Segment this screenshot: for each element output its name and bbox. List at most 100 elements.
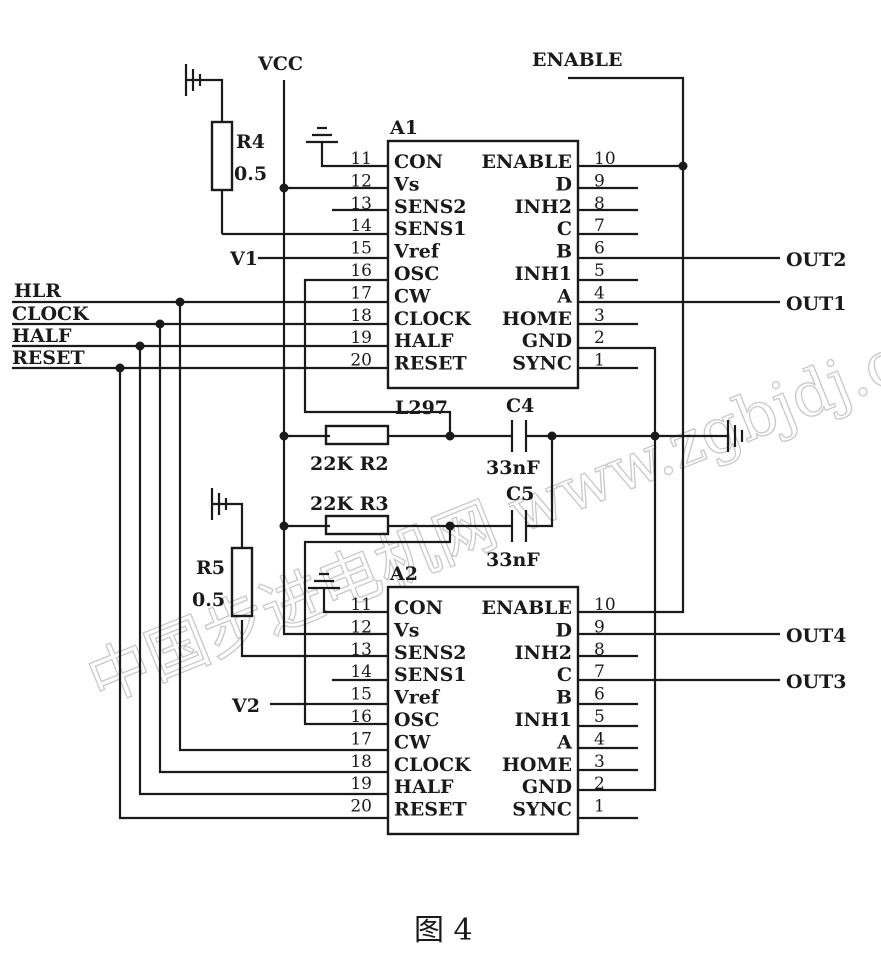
pin-number: 5 — [594, 707, 605, 727]
v2-label: V2 — [231, 695, 260, 717]
resistor-r3 — [324, 514, 390, 536]
pin-name: SENS1 — [394, 218, 467, 240]
pin-number: 1 — [594, 351, 605, 371]
pin-name: SYNC — [512, 799, 572, 821]
chip-a1-name: A1 — [389, 117, 418, 139]
r4-label: R4 — [236, 131, 265, 153]
pin-number: 16 — [350, 261, 372, 281]
pin-name: D — [556, 619, 572, 641]
ground-icon — [306, 126, 338, 150]
pin-name: Vs — [393, 619, 419, 641]
pin-number: 11 — [350, 595, 372, 615]
figure-caption: 图 4 — [414, 913, 473, 948]
pin-name: HALF — [394, 776, 454, 798]
pin-number: 19 — [350, 328, 372, 348]
watermark-text: 中国步进电机网 www.zgbjdj.com — [77, 288, 881, 718]
pin-number: 3 — [594, 306, 605, 326]
pin-number: 12 — [350, 617, 372, 637]
pin-name: SENS2 — [394, 642, 467, 664]
pin-name: C — [557, 664, 572, 686]
pin-name: HALF — [394, 330, 454, 352]
c4-label: C4 — [506, 395, 534, 417]
l297-label: L297 — [395, 397, 448, 419]
out3-label: OUT3 — [786, 671, 846, 693]
pin-name: Vs — [393, 173, 419, 195]
pin-number: 6 — [594, 239, 605, 259]
r4-value: 0.5 — [234, 163, 267, 185]
pin-name: CW — [394, 285, 431, 307]
pin-name: INH1 — [515, 709, 572, 731]
r2-label: 22K R2 — [310, 453, 389, 475]
pin-name: SENS1 — [394, 664, 467, 686]
pin-number: 8 — [594, 194, 605, 214]
ground-icon — [184, 64, 202, 96]
c5-value: 33nF — [486, 549, 540, 571]
pin-number: 20 — [350, 797, 372, 817]
pin-name: C — [557, 218, 572, 240]
pin-number: 11 — [350, 149, 372, 169]
pin-number: 10 — [594, 595, 616, 615]
pin-name: GND — [522, 776, 572, 798]
pin-number: 5 — [594, 261, 605, 281]
watermark: 中国步进电机网 www.zgbjdj.com — [77, 288, 881, 719]
chip-a1-body — [386, 139, 580, 390]
pin-name: B — [556, 241, 572, 263]
pin-number: 4 — [594, 729, 605, 749]
pin-number: 7 — [594, 216, 605, 236]
pin-number: 17 — [350, 729, 372, 749]
pin-name: HOME — [502, 308, 572, 330]
pin-name: SYNC — [512, 353, 572, 375]
resistor-r5 — [230, 532, 254, 618]
pin-number: 3 — [594, 752, 605, 772]
pin-name: INH2 — [515, 642, 572, 664]
pin-name: HOME — [502, 754, 572, 776]
capacitor-c4 — [510, 420, 528, 452]
chip-a2-body — [386, 585, 580, 836]
pin-number: 8 — [594, 640, 605, 660]
ground-icon — [210, 488, 228, 520]
out2-label: OUT2 — [786, 249, 846, 271]
pin-name: ENABLE — [482, 151, 573, 173]
r5-label: R5 — [196, 557, 225, 579]
pin-name: Vref — [393, 687, 441, 709]
enable-label: ENABLE — [532, 49, 623, 71]
pin-name: OSC — [394, 709, 439, 731]
pin-number: 14 — [350, 662, 372, 682]
pin-name: OSC — [394, 263, 439, 285]
junctions — [115, 161, 688, 531]
pin-number: 19 — [350, 774, 372, 794]
pin-name: ENABLE — [482, 597, 573, 619]
pin-number: 14 — [350, 216, 372, 236]
pin-name: CW — [394, 731, 431, 753]
capacitor-c5 — [510, 510, 528, 542]
pin-name: INH1 — [515, 263, 572, 285]
pin-name: GND — [522, 330, 572, 352]
v1-label: V1 — [229, 248, 258, 270]
pin-name: CON — [394, 597, 443, 619]
pin-number: 6 — [594, 685, 605, 705]
r5-value: 0.5 — [192, 589, 225, 611]
ground-icon — [726, 420, 744, 452]
pin-number: 18 — [350, 306, 372, 326]
pin-number: 20 — [350, 351, 372, 371]
pin-number: 13 — [350, 194, 372, 214]
reset-label: RESET — [12, 347, 85, 369]
pin-name: CLOCK — [394, 754, 472, 776]
pin-number: 18 — [350, 752, 372, 772]
pin-number: 2 — [594, 328, 605, 348]
out1-label: OUT1 — [786, 293, 846, 315]
pin-name: Vref — [393, 241, 441, 263]
vcc-label: VCC — [257, 53, 303, 75]
pin-number: 2 — [594, 774, 605, 794]
resistor-r2 — [324, 424, 390, 446]
wiring — [12, 76, 780, 820]
pin-name: SENS2 — [394, 196, 467, 218]
pin-number: 9 — [594, 617, 605, 637]
pin-name: RESET — [394, 799, 467, 821]
r3-label: 22K R3 — [310, 493, 389, 515]
pin-number: 9 — [594, 171, 605, 191]
pin-name: A — [556, 285, 572, 307]
pin-number: 12 — [350, 171, 372, 191]
